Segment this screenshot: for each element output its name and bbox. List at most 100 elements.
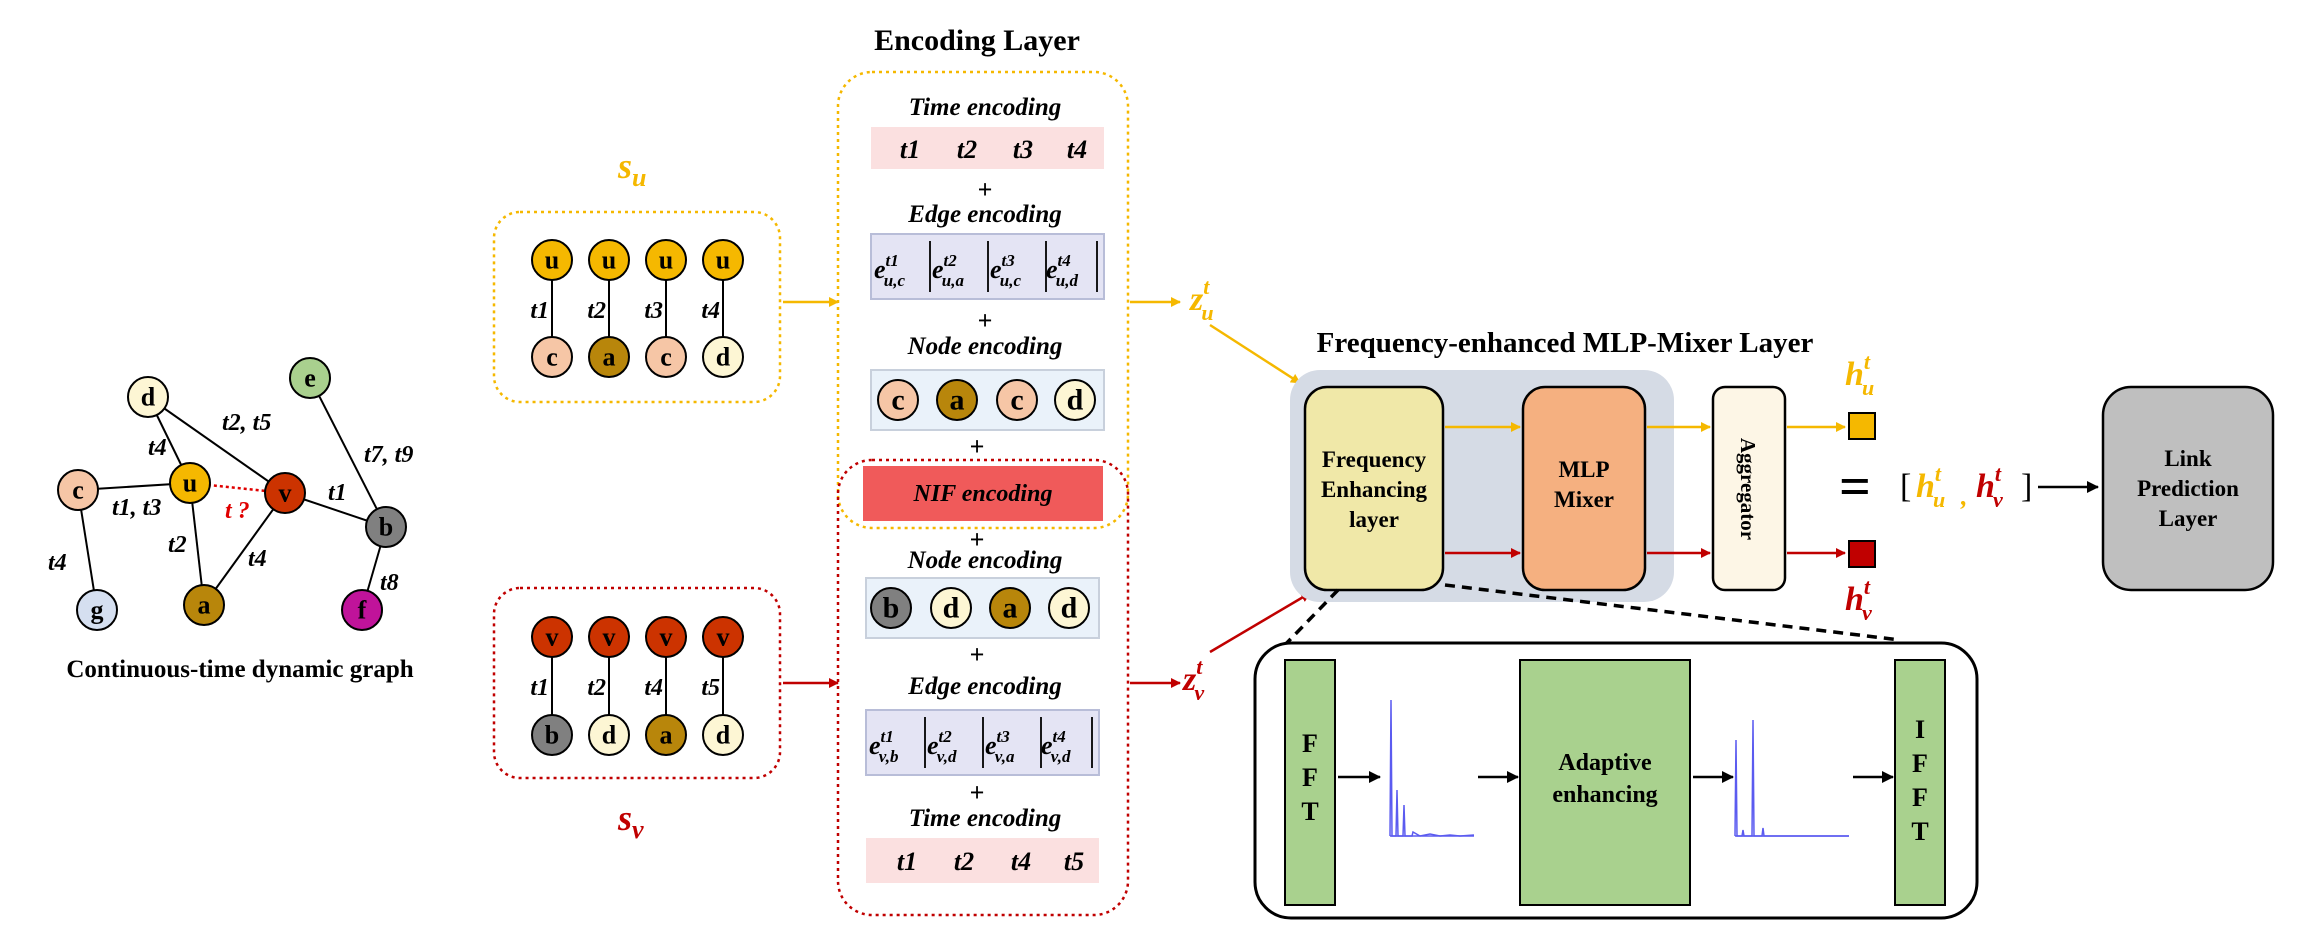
graph-node-d — [127, 376, 169, 418]
adaptive-line-1: Adaptive — [1558, 750, 1652, 776]
edge-label-c-u: t1, t3 — [112, 495, 161, 521]
v-enc-node-4 — [1048, 587, 1090, 629]
u-time-1: t1 — [900, 135, 920, 164]
fft-letter-2: F — [1302, 763, 1318, 792]
sv-top-node-1 — [531, 616, 573, 658]
su-label: su — [617, 146, 646, 192]
edge-label-e-b: t7, t9 — [364, 442, 413, 468]
graph-node-c — [57, 469, 99, 511]
u-enc-node-label-2: a — [950, 384, 965, 417]
u-enc-node-1 — [877, 379, 919, 421]
graph-node-u — [169, 462, 211, 504]
edge-label-v-a: t4 — [248, 546, 267, 572]
v-enc-node-label-4: d — [1061, 592, 1078, 625]
plus-1: + — [978, 175, 993, 204]
sv-bottom-label-2: d — [602, 721, 617, 750]
edge-label-u-a: t2 — [168, 532, 187, 558]
su-top-node-3 — [645, 239, 687, 281]
sv-time-4: t5 — [701, 675, 720, 701]
graph-node-label-c: c — [72, 476, 84, 505]
u-enc-node-2 — [936, 379, 978, 421]
sv-box — [492, 586, 782, 780]
su-box — [492, 210, 782, 404]
graph-node-label-v: v — [279, 479, 292, 508]
su-top-label-1: u — [545, 246, 559, 275]
encoding-u-box — [836, 70, 1130, 530]
link-line-3: Layer — [2159, 506, 2218, 531]
u-time-encoding-title: Time encoding — [909, 94, 1062, 121]
u-enc-node-label-3: c — [1010, 384, 1023, 417]
link-line-1: Link — [2164, 446, 2212, 471]
graph-node-e — [289, 357, 331, 399]
adaptive-line-2: enhancing — [1552, 782, 1657, 808]
concat-close: ] — [2021, 468, 2032, 505]
aggregator-block — [1711, 385, 1787, 592]
sv-bottom-node-2 — [588, 714, 630, 756]
edge-label-d-v: t2, t5 — [222, 410, 271, 436]
encoding-title: Encoding Layer — [874, 24, 1080, 57]
nif-encoding-bar — [863, 466, 1103, 521]
sv-sequence: v v v v b d a d t1 t2 t4 t5 sv — [492, 586, 782, 844]
graph-node-v — [264, 472, 306, 514]
aggregator-label: Aggregator — [1736, 438, 1760, 540]
edge-label-b-f: t8 — [380, 570, 399, 596]
graph-node-label-d: d — [141, 383, 156, 412]
su-top-label-4: u — [716, 246, 730, 275]
encoding-v-box — [836, 458, 1130, 917]
mixer-title: Frequency-enhanced MLP-Mixer Layer — [1317, 327, 1814, 359]
sv-top-label-4: v — [717, 623, 730, 652]
v-enc-node-label-1: b — [883, 592, 900, 625]
spectrum-before-icon — [1389, 699, 1475, 837]
freq-line-3: layer — [1349, 507, 1399, 532]
link-line-2: Prediction — [2137, 476, 2239, 501]
v-time-3: t4 — [1011, 847, 1031, 876]
nif-encoding-title: NIF encoding — [913, 481, 1053, 507]
u-enc-node-4 — [1054, 379, 1096, 421]
mixer-layer: Frequency-enhanced MLP-Mixer Layer Frequ… — [1290, 327, 1846, 602]
edge-label-c-g: t4 — [48, 550, 67, 576]
graph-node-g — [76, 589, 118, 631]
concat-comma: , — [1960, 482, 1968, 511]
v-time-1: t1 — [897, 847, 917, 876]
dynamic-graph: d e c u v b g a f t4 t2, t5 t7, t9 t1, t… — [48, 357, 414, 683]
su-bottom-label-4: d — [716, 343, 731, 372]
edge-label-u-v: t ? — [225, 498, 250, 524]
frequency-detail: F F T Adaptive enhancing I F F T — [1253, 641, 1979, 920]
sv-bottom-node-3 — [645, 714, 687, 756]
graph-node-label-g: g — [91, 596, 104, 625]
ifft-letter-1: I — [1915, 715, 1925, 744]
sv-bottom-label-4: d — [716, 721, 731, 750]
encoding-layer: Encoding Layer Time encoding t1 t2 t3 t4… — [836, 24, 1130, 917]
freq-line-2: Enhancing — [1321, 477, 1428, 502]
edge-d-v — [147, 396, 286, 494]
sv-time-1: t1 — [530, 675, 549, 701]
graph-node-label-e: e — [304, 364, 316, 393]
ifft-letter-2: F — [1912, 749, 1928, 778]
sv-top-label-2: v — [603, 623, 616, 652]
ifft-letter-4: T — [1911, 817, 1928, 846]
link-prediction-layer — [2101, 385, 2275, 592]
su-time-3: t3 — [644, 298, 663, 324]
v-enc-node-label-3: a — [1003, 592, 1018, 625]
su-top-node-2 — [588, 239, 630, 281]
zoom-line-left — [1278, 588, 1340, 652]
graph-node-b — [365, 506, 407, 548]
v-enc-node-3 — [989, 587, 1031, 629]
u-enc-node-3 — [996, 379, 1038, 421]
sv-bottom-node-4 — [702, 714, 744, 756]
u-enc-node-label-4: d — [1067, 384, 1084, 417]
u-time-encoding-bar — [871, 127, 1104, 169]
u-time-2: t2 — [957, 135, 977, 164]
v-enc-node-1 — [870, 587, 912, 629]
